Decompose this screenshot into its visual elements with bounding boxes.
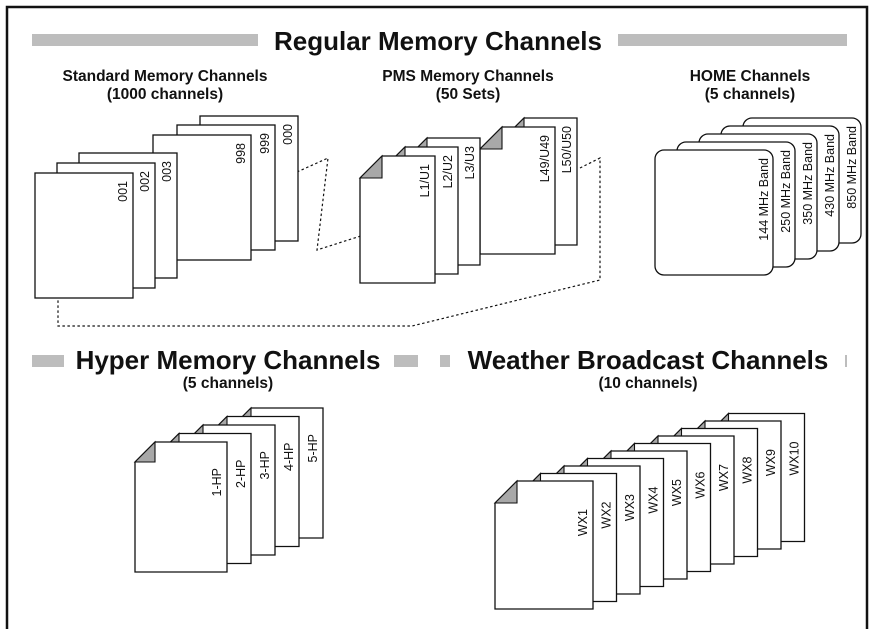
- standard-card-label: 003: [160, 161, 174, 182]
- home-subtitle: (5 channels): [705, 86, 795, 103]
- pms-card-label: L3/U3: [463, 146, 477, 179]
- home-title: HOME Channels: [690, 68, 811, 85]
- pms-memory-stack: L50/U50 L49/U49 L3/U3 L2/U2 L1/U1: [358, 116, 578, 284]
- weather-label: WX8: [741, 456, 755, 483]
- hyper-memory-stack: 5-HP 4-HP 3-HP 2-HP 1-HP: [133, 406, 324, 573]
- weather-label: WX1: [576, 509, 590, 536]
- weather-card: WX1: [493, 479, 594, 610]
- weather-label: WX10: [788, 441, 802, 475]
- folded-corner: [358, 154, 383, 179]
- weather-label: WX2: [600, 501, 614, 528]
- weather-subtitle: (10 channels): [598, 375, 697, 392]
- hyper-card: 1-HP: [133, 440, 228, 573]
- outer-border: [5, 5, 869, 629]
- folded-corner: [493, 479, 518, 504]
- weather-label: WX4: [647, 486, 661, 513]
- pms-card: L49/U49: [478, 125, 556, 255]
- home-label: 350 MHz Band: [801, 142, 815, 225]
- regular-header-mask: [258, 28, 618, 52]
- standard-memory-stack: 000 999 998 003 002 001: [34, 115, 299, 299]
- hyper-title: Hyper Memory Channels: [76, 345, 381, 375]
- hyper-label: 4-HP: [282, 443, 296, 471]
- home-label: 144 MHz Band: [757, 158, 771, 241]
- regular-title: Regular Memory Channels: [274, 26, 602, 56]
- folded-corner: [133, 440, 156, 463]
- weather-label: WX9: [764, 449, 778, 476]
- home-label: 430 MHz Band: [823, 134, 837, 217]
- standard-card-label: 000: [281, 124, 295, 145]
- weather-title: Weather Broadcast Channels: [468, 345, 829, 375]
- weather-header-mask: [450, 348, 845, 372]
- pms-card-label: L49/U49: [538, 135, 552, 182]
- weather-label: WX6: [694, 471, 708, 498]
- standard-card-label: 999: [258, 133, 272, 154]
- hyper-subtitle: (5 channels): [183, 375, 273, 392]
- folded-corner: [478, 125, 503, 150]
- hyper-label: 1-HP: [210, 468, 224, 496]
- standard-card-label: 998: [234, 143, 248, 164]
- standard-card-label: 001: [116, 181, 130, 202]
- standard-title: Standard Memory Channels: [63, 68, 268, 85]
- pms-subtitle: (50 Sets): [436, 86, 501, 103]
- pms-card-label: L1/U1: [418, 164, 432, 197]
- hyper-label: 2-HP: [234, 460, 248, 488]
- pms-card: L1/U1: [358, 154, 436, 284]
- weather-label: WX3: [623, 494, 637, 521]
- standard-card: 001: [34, 172, 134, 299]
- standard-subtitle: (1000 channels): [107, 86, 223, 103]
- weather-broadcast-stack: WX10 WX9 WX8 WX7 WX6 WX5 WX4 WX3 WX2 WX1: [493, 412, 806, 610]
- hyper-label: 5-HP: [306, 434, 320, 462]
- weather-label: WX7: [717, 464, 731, 491]
- weather-label: WX5: [670, 479, 684, 506]
- home-card: 144 MHz Band: [654, 149, 774, 276]
- hyper-header-mask: [64, 348, 394, 372]
- home-label: 850 MHz Band: [845, 126, 859, 209]
- hyper-label: 3-HP: [258, 451, 272, 479]
- home-channels-stack: 850 MHz Band 430 MHz Band 350 MHz Band 250 …: [654, 117, 862, 276]
- pms-card-label: L2/U2: [441, 155, 455, 188]
- pms-card-label: L50/U50: [560, 126, 574, 173]
- standard-card-label: 002: [138, 171, 152, 192]
- pms-title: PMS Memory Channels: [382, 68, 553, 85]
- home-label: 250 MHz Band: [779, 150, 793, 233]
